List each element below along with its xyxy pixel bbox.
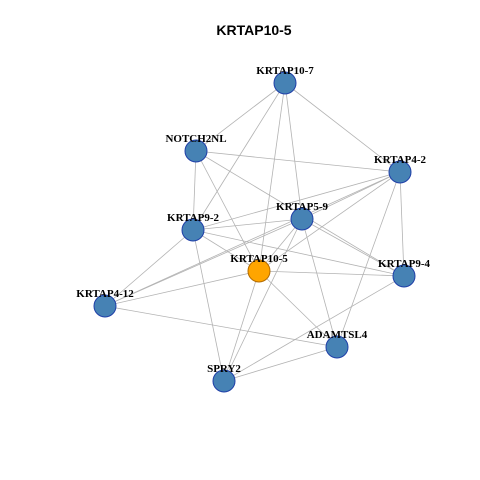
edge-krtap4-12-adamtsl4 <box>104 305 338 348</box>
edge-krtap9-2-krtap9-4 <box>192 229 405 277</box>
node-krtap9-2: KRTAP9-2 <box>167 212 219 242</box>
node-circle <box>247 259 271 283</box>
edge-krtap5-9-spry2 <box>223 218 303 382</box>
edge-notch2nl-krtap10-5 <box>195 150 260 272</box>
node-circle <box>392 264 416 288</box>
node-krtap9-4: KRTAP9-4 <box>378 258 430 288</box>
edge-krtap4-2-krtap4-12 <box>104 171 401 307</box>
node-circle <box>181 218 205 242</box>
node-circle <box>388 160 412 184</box>
node-circle <box>273 71 297 95</box>
edge-krtap5-9-krtap9-4 <box>301 218 405 277</box>
node-spry2: SPRY2 <box>207 363 241 393</box>
edge-krtap10-5-spry2 <box>223 270 260 382</box>
node-circle <box>93 294 117 318</box>
node-krtap4-2: KRTAP4-2 <box>374 154 426 184</box>
node-label: NOTCH2NL <box>165 133 226 145</box>
node-adamtsl4: ADAMTSL4 <box>307 329 368 359</box>
node-label: KRTAP9-4 <box>378 258 430 270</box>
node-circle <box>184 139 208 163</box>
edge-krtap10-5-adamtsl4 <box>258 270 338 348</box>
node-krtap10-7: KRTAP10-7 <box>256 65 314 95</box>
node-label: ADAMTSL4 <box>307 329 368 341</box>
edge-krtap10-7-krtap9-2 <box>192 82 286 231</box>
node-label: KRTAP4-12 <box>76 288 134 300</box>
edge-krtap9-2-spry2 <box>192 229 225 382</box>
edge-krtap5-9-krtap9-2 <box>192 218 303 231</box>
node-krtap4-12: KRTAP4-12 <box>76 288 134 318</box>
edge-krtap10-5-krtap4-12 <box>104 270 260 307</box>
edge-krtap9-2-krtap4-12 <box>104 229 194 307</box>
node-label: KRTAP4-2 <box>374 154 426 166</box>
node-circle <box>290 207 314 231</box>
edge-krtap5-9-krtap4-12 <box>104 218 303 307</box>
node-krtap5-9: KRTAP5-9 <box>276 201 328 231</box>
edge-krtap4-2-krtap9-4 <box>399 171 405 277</box>
edge-layer <box>104 82 405 382</box>
edge-notch2nl-krtap4-2 <box>195 150 401 173</box>
node-label: KRTAP5-9 <box>276 201 328 213</box>
edge-krtap10-7-notch2nl <box>195 82 286 152</box>
edge-krtap5-9-adamtsl4 <box>301 218 338 348</box>
edge-krtap4-2-krtap9-2 <box>192 171 401 231</box>
edge-adamtsl4-spry2 <box>223 346 338 382</box>
node-krtap10-5: KRTAP10-5 <box>230 253 288 283</box>
edge-krtap10-7-krtap10-5 <box>258 82 286 272</box>
node-circle <box>212 369 236 393</box>
edge-krtap10-5-krtap9-4 <box>258 270 405 277</box>
edge-krtap4-2-krtap10-5 <box>258 171 401 272</box>
edge-krtap4-2-adamtsl4 <box>336 171 401 348</box>
diagram-title: KRTAP10-5 <box>216 22 291 38</box>
edge-notch2nl-krtap9-2 <box>192 150 197 231</box>
node-label: KRTAP10-7 <box>256 65 314 77</box>
node-notch2nl: NOTCH2NL <box>165 133 227 163</box>
edge-krtap10-7-krtap5-9 <box>284 82 303 220</box>
node-label: SPRY2 <box>207 363 241 375</box>
node-label: KRTAP9-2 <box>167 212 219 224</box>
node-circle <box>325 335 349 359</box>
edge-krtap9-2-krtap10-5 <box>192 229 260 272</box>
edge-krtap10-7-krtap4-2 <box>284 82 401 173</box>
node-label: KRTAP10-5 <box>230 253 288 265</box>
edge-krtap9-4-spry2 <box>223 275 405 382</box>
